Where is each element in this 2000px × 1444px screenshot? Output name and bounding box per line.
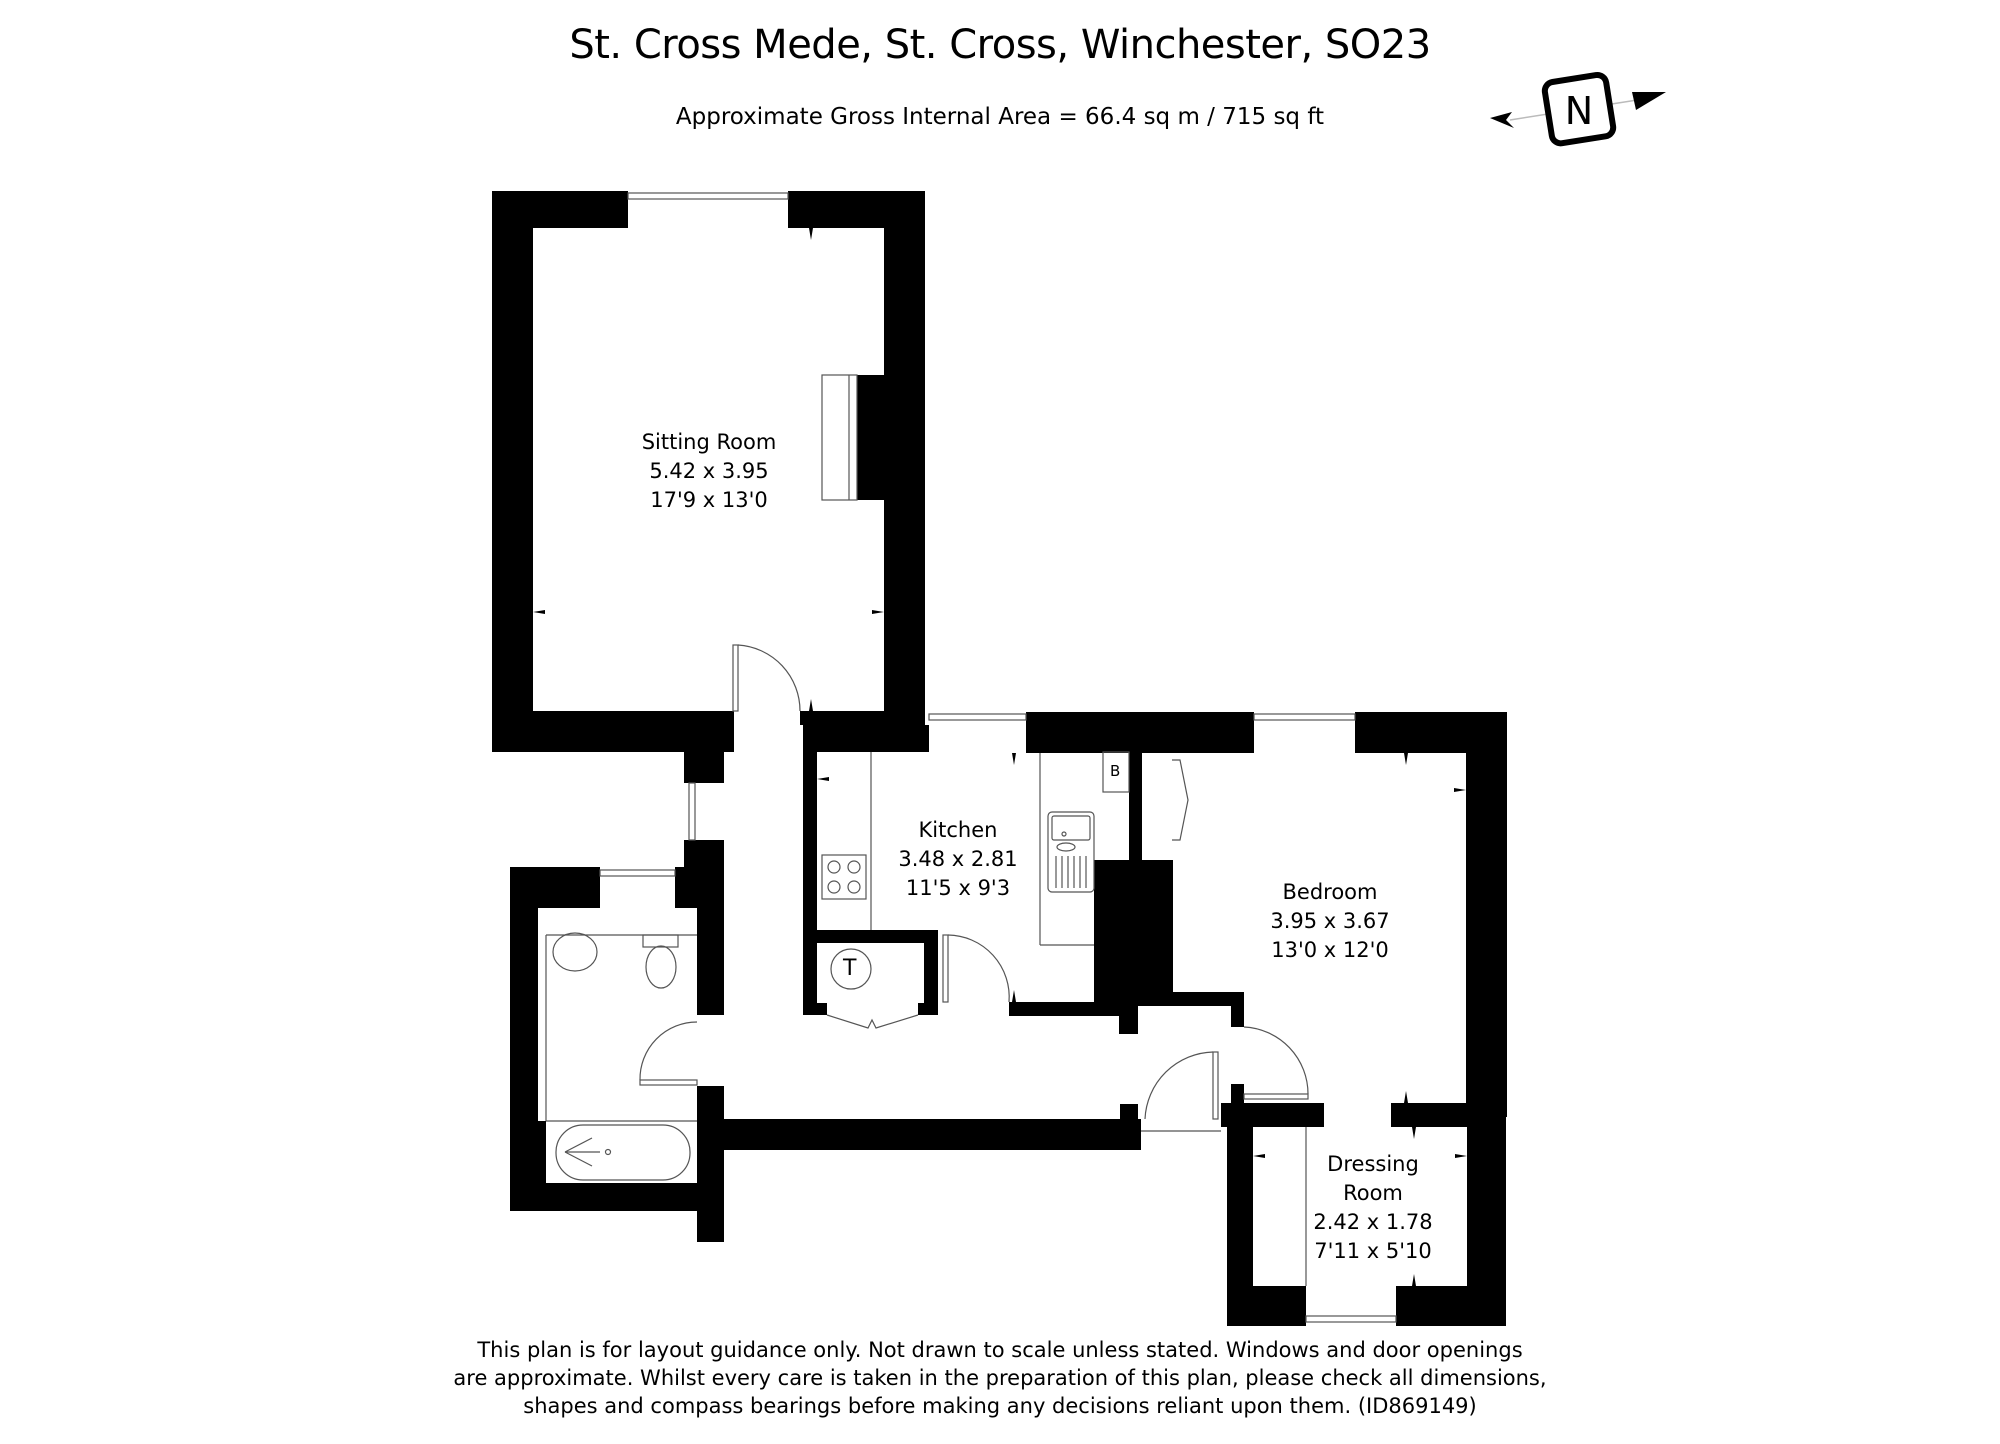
tank-icon	[830, 948, 872, 990]
room-metric: 2.42 x 1.78	[1313, 1210, 1433, 1234]
room-imperial: 17'9 x 13'0	[650, 488, 768, 512]
page-title: St. Cross Mede, St. Cross, Winchester, S…	[569, 22, 1431, 68]
dimension-markers	[533, 228, 1467, 1286]
walls	[492, 191, 1507, 1326]
svg-text:N: N	[1565, 89, 1593, 133]
compass: N	[1490, 68, 1670, 162]
room-name-line1: Dressing	[1327, 1152, 1419, 1176]
boiler-label: B	[1110, 762, 1121, 780]
north-arrow-icon: N	[1490, 71, 1666, 147]
hob-icon	[821, 854, 867, 900]
room-bedroom: Bedroom 3.95 x 3.67 13'0 x 12'0	[1270, 878, 1389, 965]
room-imperial: 13'0 x 12'0	[1271, 938, 1389, 962]
gross-area-text: Approximate Gross Internal Area = 66.4 s…	[675, 104, 1325, 130]
room-metric: 3.95 x 3.67	[1270, 909, 1390, 933]
room-imperial: 7'11 x 5'10	[1314, 1239, 1432, 1263]
window-bedroom	[1253, 713, 1356, 721]
tank-label: T	[843, 956, 857, 981]
window-dressing	[1305, 1315, 1397, 1323]
disclaimer-line: are approximate. Whilst every care is ta…	[453, 1366, 1547, 1390]
window-bathroom	[599, 869, 676, 877]
room-kitchen: Kitchen 3.48 x 2.81 11'5 x 9'3	[898, 816, 1017, 903]
window-kitchen	[928, 713, 1027, 721]
room-imperial: 11'5 x 9'3	[905, 876, 1011, 900]
fixtures	[545, 192, 1397, 1323]
disclaimer-line: This plan is for layout guidance only. N…	[477, 1338, 1523, 1362]
room-dressing-room: Dressing Room 2.42 x 1.78 7'11 x 5'10	[1313, 1150, 1432, 1266]
room-name: Sitting Room	[641, 430, 777, 454]
bath-icon	[555, 1124, 691, 1181]
disclaimer: This plan is for layout guidance only. N…	[0, 1336, 2000, 1420]
room-metric: 5.42 x 3.95	[649, 459, 769, 483]
window-hall	[688, 782, 696, 841]
room-name: Bedroom	[1282, 880, 1378, 904]
room-sitting-room: Sitting Room 5.42 x 3.95 17'9 x 13'0	[642, 428, 777, 515]
window-sitting	[627, 192, 789, 200]
room-metric: 3.48 x 2.81	[898, 847, 1018, 871]
room-name-line2: Room	[1343, 1181, 1403, 1205]
room-name: Kitchen	[918, 818, 998, 842]
basin-icon	[552, 932, 598, 972]
disclaimer-line: shapes and compass bearings before makin…	[523, 1394, 1477, 1418]
toilet-icon	[645, 945, 677, 989]
